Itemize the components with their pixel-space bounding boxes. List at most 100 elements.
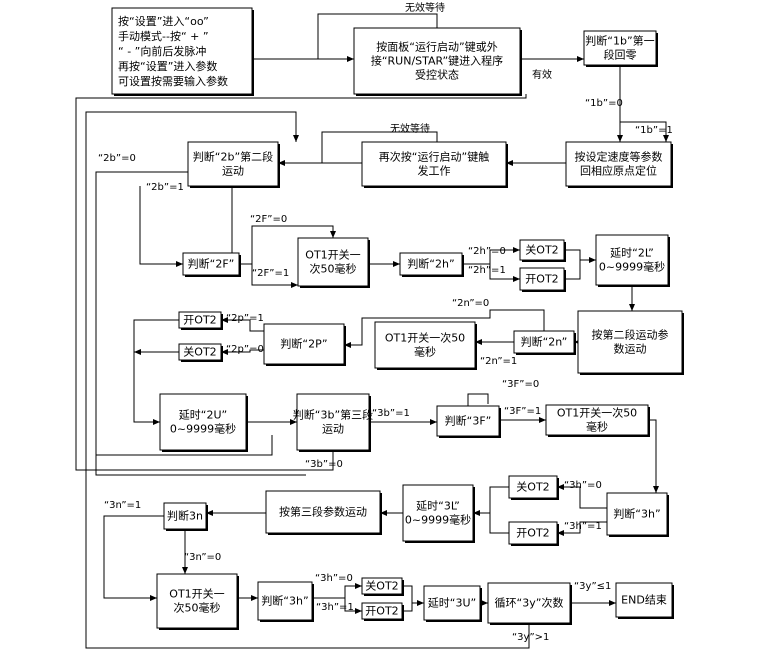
box-frame xyxy=(361,577,403,595)
condition-label: “3b”=1 xyxy=(372,408,410,419)
loop-3y-box: 循环“3y”次数 xyxy=(487,582,572,625)
box-text: END结束 xyxy=(621,594,667,607)
box-frame xyxy=(583,30,657,66)
condition-label: “3F”=0 xyxy=(502,379,539,390)
flow-connector xyxy=(312,583,362,599)
flow-connector xyxy=(321,131,438,163)
judge-2b-box: 判断“2b”第二段运动 xyxy=(187,141,280,188)
condition-label: “3h”=0 xyxy=(315,573,353,584)
flow-connector xyxy=(95,171,306,476)
box-text: 判断3n xyxy=(167,509,203,523)
judge-3h-box: 判断“3h” xyxy=(257,581,314,622)
box-text: 毫秒 xyxy=(414,345,436,359)
box-frame xyxy=(257,581,313,621)
flow-connector xyxy=(251,264,298,288)
box-frame xyxy=(361,602,403,620)
box-text: 按“设置”进入“oo” xyxy=(118,14,209,28)
condition-label: “3b”=0 xyxy=(305,459,343,470)
flow-connector xyxy=(489,513,509,534)
box-frame xyxy=(296,393,370,451)
box-text: 0~9999毫秒 xyxy=(599,260,665,274)
judge-2n-box: 判断“2n” xyxy=(513,330,576,355)
box-frame xyxy=(565,141,672,187)
box-text: 按面板“运行启动”键或外 xyxy=(376,40,497,54)
box-frame xyxy=(178,343,222,361)
intro-instructions-box: 按“设置”进入“oo”手动模式--按“ + ”“ - ”向前后发脉冲再按“设置”… xyxy=(111,7,254,96)
box-frame xyxy=(519,239,565,261)
flow-connector xyxy=(103,515,164,601)
box-text: 关OT2 xyxy=(365,579,398,593)
judge-3n-box: 判断3n xyxy=(163,502,208,531)
box-frame xyxy=(615,582,673,618)
box-text: 判断“3h” xyxy=(613,507,660,521)
condition-label: “3F”=1 xyxy=(504,406,541,417)
flow-connector xyxy=(557,521,607,536)
run-segment-3-box: 按第三段参数运动 xyxy=(265,490,382,535)
flow-connector xyxy=(473,486,509,516)
condition-label: “2p”=0 xyxy=(226,344,264,355)
box-frame xyxy=(423,585,481,621)
box-text: 判断“2F” xyxy=(188,257,235,271)
close-ot2-box: 关OT2 xyxy=(361,577,404,596)
box-text: 开OT2 xyxy=(525,273,558,286)
judge-2f-box: 判断“2F” xyxy=(182,252,241,277)
condition-label: “2b”=1 xyxy=(146,182,184,193)
box-text: 可设置按需要输入参数 xyxy=(118,74,228,88)
box-text: 段回零 xyxy=(604,48,637,62)
box-text: 次50毫秒 xyxy=(310,262,357,276)
condition-label: “3h”=1 xyxy=(316,602,354,613)
box-text: 判断“3h” xyxy=(261,594,308,608)
flow-connector xyxy=(239,225,336,265)
box-text: 判断“2n” xyxy=(521,335,568,349)
box-frame xyxy=(178,311,222,329)
condition-label: “2h”=0 xyxy=(468,246,506,257)
delay-3u-box: 延时“3U” xyxy=(423,585,482,622)
delay-3l-box: 延时“3L”0~9999毫秒 xyxy=(402,484,475,543)
box-text: 开OT2 xyxy=(516,527,549,540)
box-text: 延时“3L” xyxy=(416,500,460,513)
flow-boxes: 按“设置”进入“oo”手动模式--按“ + ”“ - ”向前后发脉冲再按“设置”… xyxy=(111,7,684,630)
box-text: 数运动 xyxy=(614,343,647,356)
box-frame xyxy=(436,405,500,437)
flow-connector xyxy=(620,121,669,142)
box-text: 按设定速度等参数 xyxy=(575,150,663,164)
flow-connector xyxy=(139,186,183,267)
box-text: 判断“3F” xyxy=(445,414,492,428)
delay-2u-box: 延时“2U”0~9999毫秒 xyxy=(159,393,248,452)
flow-connector xyxy=(221,317,264,332)
flow-connector xyxy=(564,260,581,280)
delay-2l-box: 延时“2L”0~9999毫秒 xyxy=(595,234,670,287)
condition-label: “3h”=0 xyxy=(564,480,602,491)
box-frame xyxy=(508,475,558,499)
flow-connector xyxy=(96,435,273,456)
box-frame xyxy=(508,521,558,545)
flow-connector xyxy=(140,186,233,265)
condition-label: “2p”=1 xyxy=(226,313,264,324)
box-text: OT1开关一次50 xyxy=(385,331,465,345)
box-frame xyxy=(402,484,474,542)
box-text: OT1开关一 xyxy=(305,248,360,262)
box-text: OT1开关一 xyxy=(169,587,224,601)
open-ot2-box: 开OT2 xyxy=(361,602,404,621)
condition-label: “3n”=0 xyxy=(184,552,221,563)
box-text: 循环“3y”次数 xyxy=(495,596,564,610)
flow-connector xyxy=(557,484,607,509)
flow-connector xyxy=(467,393,489,406)
invalid-wait-label: 无效等待 xyxy=(390,122,430,135)
close-ot2-box: 关OT2 xyxy=(519,239,566,262)
box-text: 回相应原点定位 xyxy=(580,164,657,178)
box-text: 手动模式--按“ + ” xyxy=(118,29,209,43)
open-ot2-box: 开OT2 xyxy=(178,311,223,330)
box-text: “ - ”向前后发脉冲 xyxy=(118,44,206,58)
box-frame xyxy=(159,393,247,451)
judge-2h-box: 判断“2h” xyxy=(399,252,464,277)
flow-connector xyxy=(462,247,520,265)
box-text: 按第二段运动参 xyxy=(592,328,669,342)
box-text: 接“RUN/STAR”键进入程序 xyxy=(371,54,503,68)
